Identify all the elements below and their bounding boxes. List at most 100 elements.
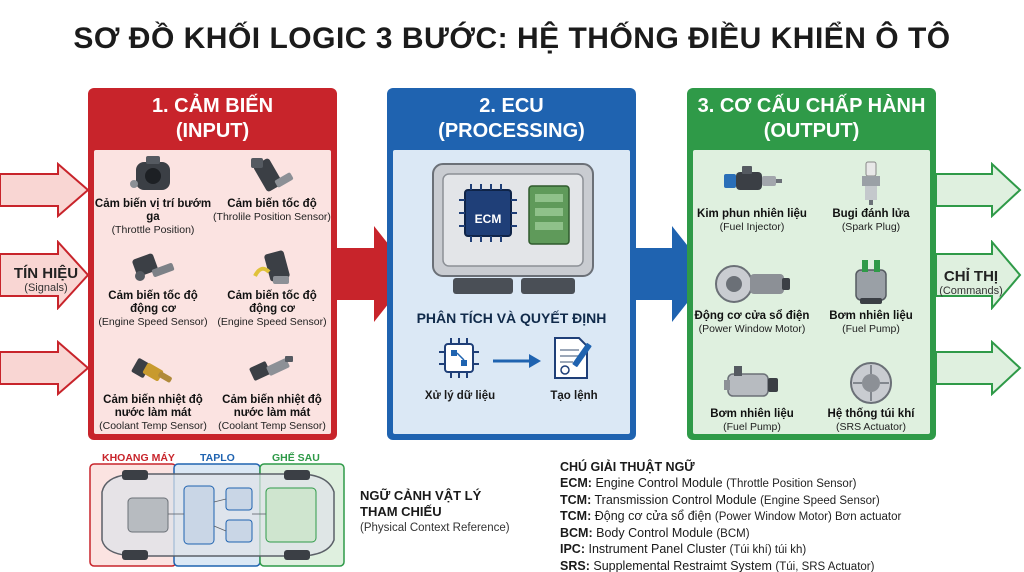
- input-item-coolant-2: Cảm biến nhiệt độ nước làm mát (Coolant …: [213, 350, 331, 433]
- input-arrow-bottom: [0, 340, 90, 396]
- glossary-full: Instrument Panel Cluster: [588, 542, 727, 556]
- input-item-engine-speed-2: Cảm biến tốc độ động cơ (Engine Speed Se…: [213, 246, 331, 329]
- context-title-line1: NGỮ CẢNH VẬT LÝ: [360, 488, 482, 503]
- input-item-sub: (Engine Speed Sensor): [98, 316, 208, 329]
- output-panel-header: 3. CƠ CẤU CHẤP HÀNH (OUTPUT): [687, 88, 936, 150]
- input-item-name: Cảm biến vị trí bướm ga: [94, 198, 212, 224]
- input-item-throttle: Cảm biến vị trí bướm ga (Throttle Positi…: [94, 154, 212, 237]
- flow-arrow-icon: [493, 354, 541, 368]
- input-item-name: Cảm biến tốc độ: [227, 198, 317, 210]
- car-zone-engine-label: KHOANG MÁY: [102, 452, 175, 464]
- glossary-full: Supplemental Restraimt System: [593, 558, 772, 572]
- glossary-abbr: TCM:: [560, 509, 592, 523]
- input-item-sub: (Throlile Position Sensor): [213, 211, 331, 224]
- output-item-sub: (Fuel Injector): [719, 221, 785, 234]
- output-item-fuel-pump: Bơm nhiên liệu (Fuel Pump): [812, 258, 930, 335]
- engine-speed-sensor-icon: [132, 253, 175, 281]
- glossary: CHÚ GIẢI THUẬT NGỮ ECM: Engine Control M…: [560, 460, 1020, 572]
- glossary-full: Engine Control Module: [595, 476, 723, 490]
- glossary-title: CHÚ GIẢI THUẬT NGỮ: [560, 460, 695, 474]
- output-item-name: Hệ thống túi khí: [827, 408, 915, 420]
- output-arrow-mid: [935, 240, 1022, 310]
- output-item-sub: (Power Window Motor): [698, 323, 806, 336]
- output-item-sub: (Spark Plug): [841, 221, 901, 234]
- glossary-full: Động cơ cửa sổ điện: [594, 509, 712, 523]
- output-item-injector: Kim phun nhiên liệu (Fuel Injector): [693, 160, 811, 233]
- fuel-injector-icon: [724, 166, 782, 190]
- input-item-sub: (Throttle Position): [111, 224, 195, 237]
- output-item-name: Bugi đánh lửa: [832, 208, 910, 220]
- data-processing-icon: [439, 338, 479, 378]
- window-motor-icon: [715, 265, 790, 303]
- input-item-coolant: Cảm biến nhiệt độ nước làm mát (Coolant …: [94, 350, 212, 433]
- commands-label: CHỈ THỊ (Commands): [936, 268, 1006, 297]
- glossary-note: (Throttle Position Sensor): [726, 478, 857, 490]
- context-title: NGỮ CẢNH VẬT LÝ THAM CHIẾU: [360, 488, 481, 521]
- car-zone-dash-label: TAPLO: [200, 452, 235, 464]
- output-arrow-top: [935, 162, 1022, 218]
- input-panel-body: Cảm biến vị trí bướm ga (Throttle Positi…: [94, 150, 331, 434]
- glossary-line: IPC: Instrument Panel Cluster (Túi khí) …: [560, 542, 1020, 559]
- glossary-abbr: SRS:: [560, 558, 590, 572]
- input-panel-header: 1. CẢM BIẾN (INPUT): [88, 88, 337, 150]
- glossary-line: BCM: Body Control Module (BCM): [560, 526, 1020, 543]
- ecu-step-command: Tạo lệnh: [550, 390, 598, 402]
- output-item-sub: (Fuel Pump): [842, 323, 900, 336]
- coolant-temp-sensor-icon: [131, 358, 172, 383]
- commands-sub: (Commands): [939, 285, 1003, 297]
- output-item-name: Động cơ cửa sổ điện: [694, 310, 810, 322]
- ecu-panel-subtitle: (PROCESSING): [438, 120, 585, 142]
- output-item-name: Kim phun nhiên liệu: [697, 208, 807, 220]
- coolant-temp-sensor-icon: [249, 356, 293, 381]
- glossary-note: (Túi khí) túi kh): [729, 544, 807, 556]
- ecu-panel-header: 2. ECU (PROCESSING): [387, 88, 636, 150]
- input-arrow-top: [0, 162, 90, 218]
- glossary-full: Transmission Control Module: [594, 492, 757, 507]
- output-item-fuel-pump-2: Bơm nhiên liệu (Fuel Pump): [693, 360, 811, 433]
- glossary-line: TCM: Động cơ cửa sổ điện (Power Window M…: [560, 509, 1020, 526]
- input-panel-subtitle: (INPUT): [175, 120, 250, 142]
- output-item-name: Bơm nhiên liệu: [829, 310, 913, 322]
- input-arrow-mid: [0, 240, 90, 310]
- glossary-note: (Engine Speed Sensor): [760, 494, 880, 507]
- input-item-sub: (Engine Speed Sensor): [217, 316, 327, 329]
- signals-title: TÍN HIỆU: [13, 265, 79, 282]
- input-item-name: Cảm biến tốc độ động cơ: [227, 290, 317, 316]
- glossary-abbr: IPC:: [560, 542, 585, 556]
- input-item-sub: (Coolant Temp Sensor): [99, 420, 207, 433]
- input-panel: 1. CẢM BIẾN (INPUT) Cảm biến vị trí bướm…: [88, 88, 337, 440]
- spark-plug-icon: [862, 161, 880, 205]
- glossary-line: TCM: Transmission Control Module (Engine…: [560, 493, 1020, 510]
- input-item-name: Cảm biến tốc độ động cơ: [108, 290, 198, 316]
- fuel-pump-icon: [855, 260, 887, 304]
- output-item-sub: (SRS Actuator): [835, 421, 907, 434]
- signals-sub: (Signals): [24, 282, 68, 294]
- input-item-speed: Cảm biến tốc độ (Throlile Position Senso…: [213, 154, 331, 223]
- ecu-step-process: Xử lý dữ liệu: [424, 390, 496, 402]
- output-panel: 3. CƠ CẤU CHẤP HÀNH (OUTPUT) Kim phun nh…: [687, 88, 936, 440]
- fuel-pump-icon: [724, 366, 778, 397]
- command-document-icon: [554, 337, 592, 379]
- ecu-panel-title: 2. ECU: [479, 95, 544, 117]
- context-title-line2: THAM CHIẾU: [360, 504, 442, 520]
- input-item-sub: (Coolant Temp Sensor): [218, 420, 326, 433]
- output-item-window-motor: Động cơ cửa sổ điện (Power Window Motor): [693, 258, 811, 335]
- speed-sensor-icon: [251, 158, 294, 192]
- engine-speed-sensor-icon: [253, 250, 290, 284]
- ecu-panel-body: ECM PHÂN TÍCH VÀ QUYẾT ĐỊNH Xử lý dữ liệ…: [393, 150, 630, 434]
- throttle-sensor-icon: [130, 156, 170, 190]
- output-item-sub: (Fuel Pump): [723, 421, 781, 434]
- glossary-line: ECM: Engine Control Module (Throttle Pos…: [560, 476, 1020, 493]
- context-subtitle: (Physical Context Reference): [360, 522, 510, 534]
- glossary-note: (Power Window Motor) Bơn actuator: [714, 511, 902, 523]
- output-item-name: Bơm nhiên liệu: [710, 408, 794, 420]
- output-panel-body: Kim phun nhiên liệu (Fuel Injector) Bugi…: [693, 150, 930, 434]
- airbag-icon: [850, 362, 892, 404]
- glossary-abbr: ECM:: [560, 476, 592, 490]
- glossary-abbr: TCM:: [560, 492, 592, 507]
- commands-title: CHỈ THỊ: [943, 268, 999, 285]
- output-arrow-bottom: [935, 340, 1022, 396]
- input-item-name: Cảm biến nhiệt độ nước làm mát: [222, 394, 322, 420]
- input-item-engine-speed: Cảm biến tốc độ động cơ (Engine Speed Se…: [94, 246, 212, 329]
- input-item-name: Cảm biến nhiệt độ nước làm mát: [103, 394, 203, 420]
